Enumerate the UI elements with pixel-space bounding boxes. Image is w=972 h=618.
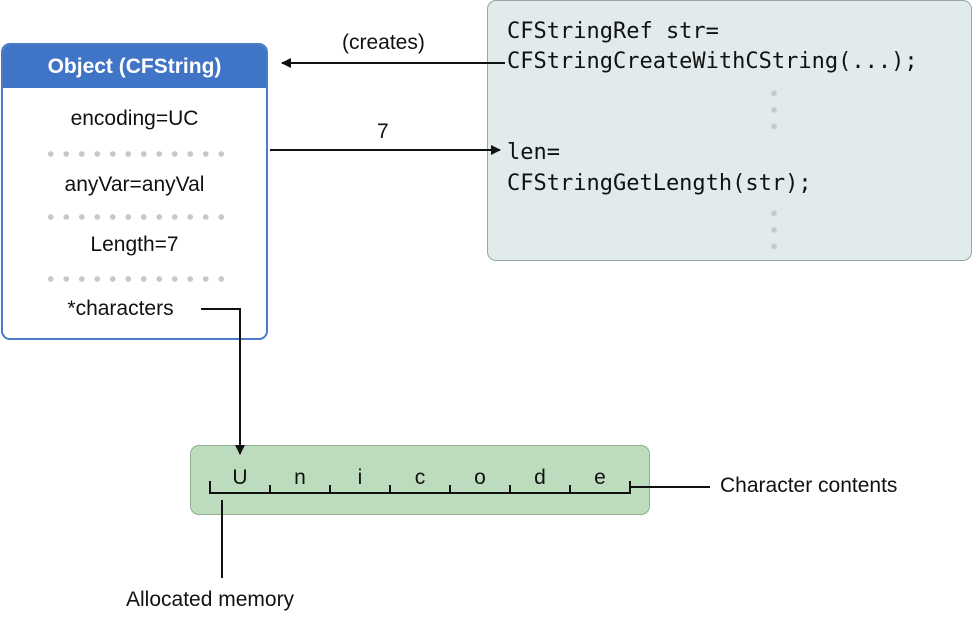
object-box: Object (CFString) encoding=UC anyVar=any… (1, 43, 268, 340)
code-line-1: CFStringRef str= (507, 19, 719, 44)
field-length: Length=7 (90, 233, 179, 256)
memory-char: c (414, 466, 426, 489)
separator-dots (43, 151, 229, 157)
continuation-dots (771, 205, 777, 255)
code-line-2: CFStringCreateWithCString(...); (507, 49, 918, 74)
memory-ruler (209, 481, 631, 494)
object-title: Object (CFString) (3, 45, 266, 88)
characters-pointer-arrow (201, 308, 245, 455)
memory-char: n (294, 466, 306, 489)
code-box: CFStringRef str= CFStringCreateWithCStri… (487, 0, 972, 261)
memory-char: U (232, 466, 248, 489)
length-value-label: 7 (377, 120, 389, 143)
memory-char: e (594, 466, 606, 489)
creates-label: (creates) (342, 31, 425, 54)
allocated-memory-label: Allocated memory (126, 588, 295, 611)
separator-dots (43, 276, 229, 282)
code-line-3: len= (507, 140, 560, 165)
memory-char: d (534, 466, 546, 489)
memory-char: o (474, 466, 486, 489)
field-anyvar: anyVar=anyVal (64, 173, 205, 196)
field-encoding: encoding=UC (70, 107, 199, 130)
field-characters: *characters (67, 297, 174, 320)
character-contents-label: Character contents (720, 474, 898, 497)
separator-dots (43, 214, 229, 220)
memory-char: i (357, 466, 363, 489)
code-line-4: CFStringGetLength(str); (507, 171, 812, 196)
memory-box (190, 445, 650, 515)
continuation-dots (771, 85, 777, 135)
